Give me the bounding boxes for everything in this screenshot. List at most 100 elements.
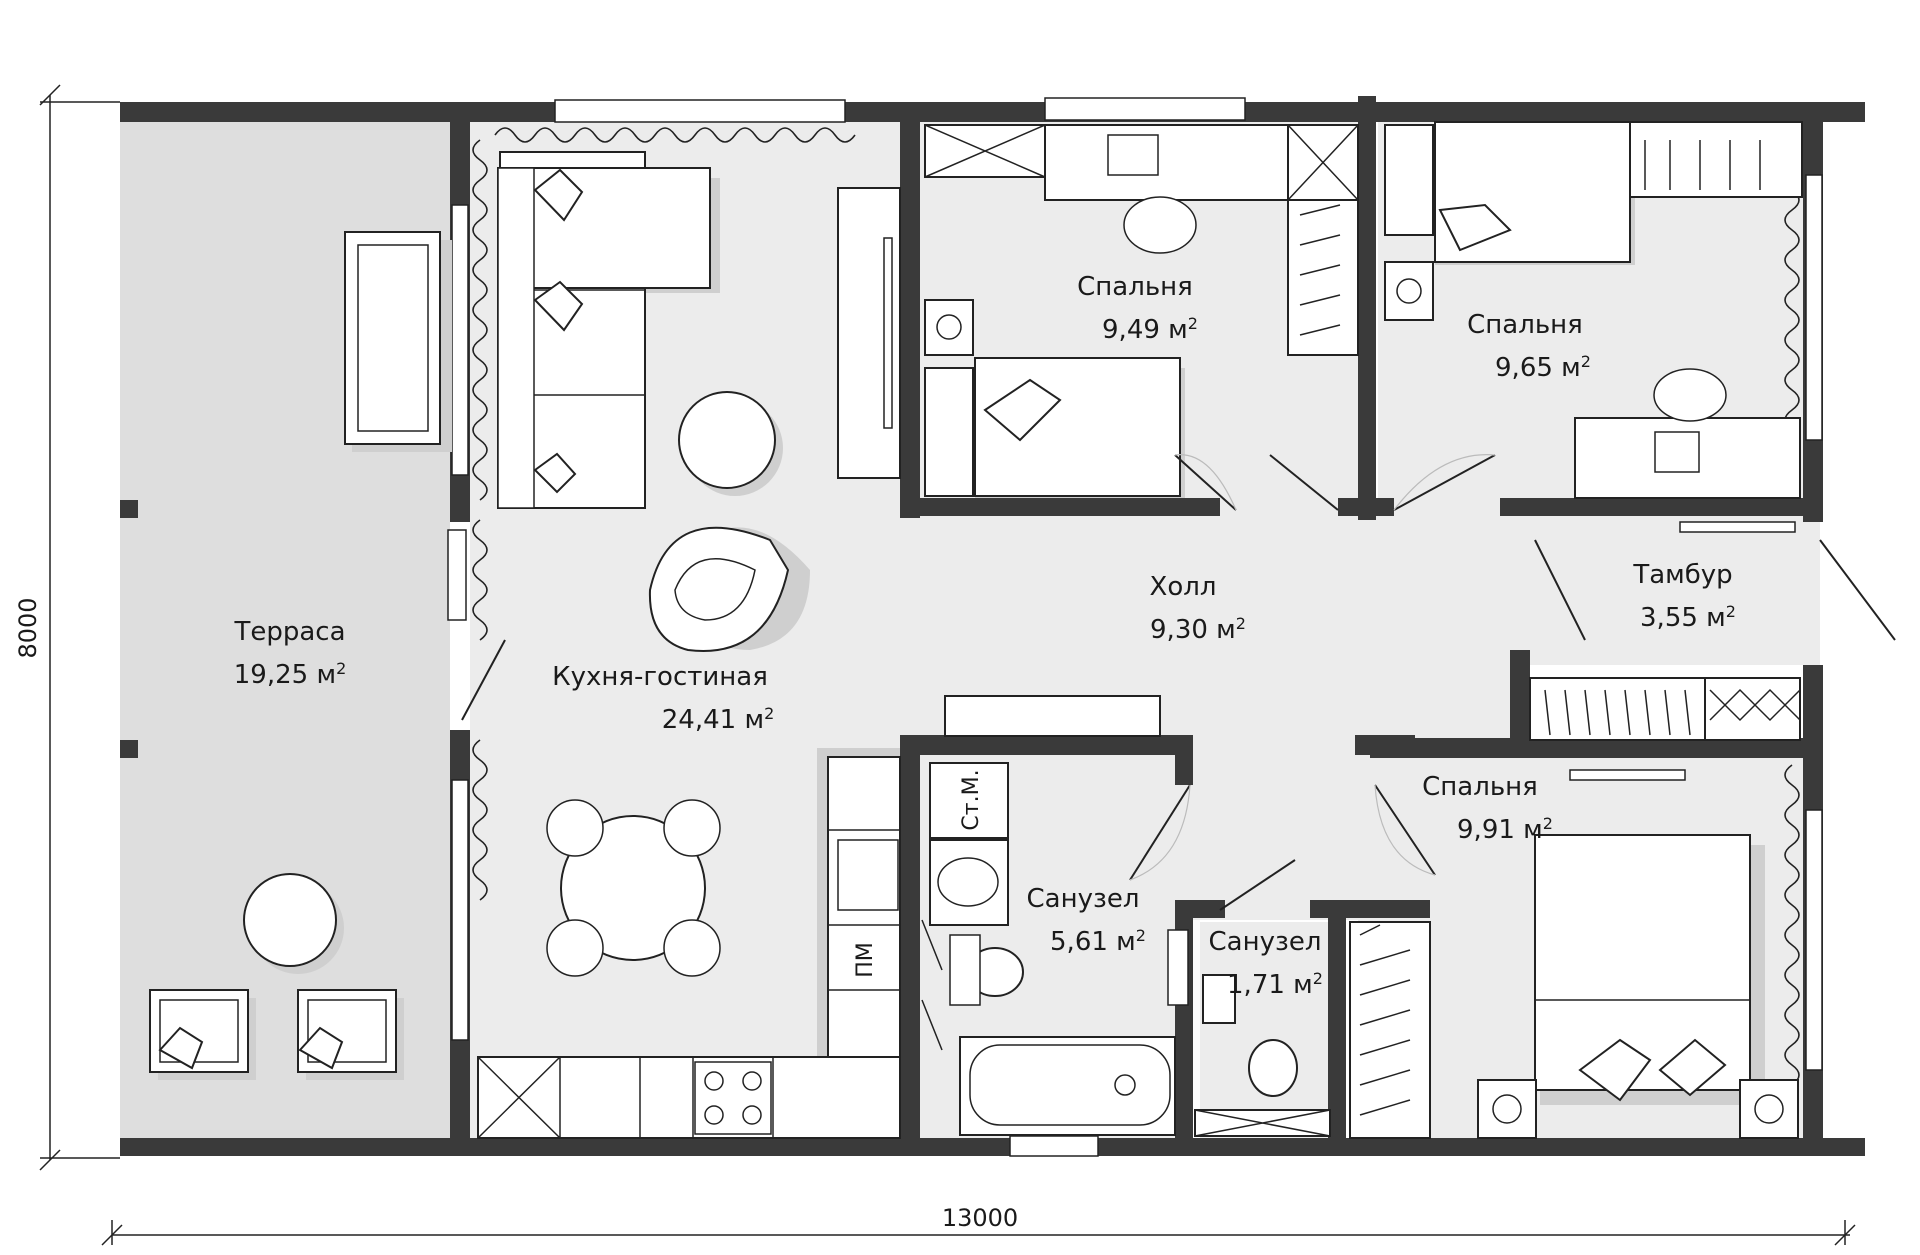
window-terrace-2 xyxy=(451,779,469,1041)
room-living-area: 24,41 м2 xyxy=(662,704,775,736)
wall-living-bed1 xyxy=(900,122,920,518)
pillow-icon xyxy=(983,378,1062,442)
wall-closet-top xyxy=(1310,900,1430,918)
washing-machine xyxy=(929,762,1009,839)
wall-left-terrace-top xyxy=(120,102,130,120)
bedroom2-furniture xyxy=(1384,121,1803,499)
curtain-living-left-3 xyxy=(472,739,488,901)
dishwasher-label: ПМ xyxy=(853,942,878,978)
cushion-icon xyxy=(298,1026,344,1070)
wall-left-terrace-bottom xyxy=(120,1138,130,1156)
toilet-small xyxy=(1248,1039,1298,1097)
kitchen-sink xyxy=(837,839,899,911)
room-hall-area: 9,30 м2 xyxy=(1150,614,1246,646)
dim-width-label: 13000 xyxy=(942,1204,1018,1232)
wall-vestibule-right xyxy=(1803,665,1823,760)
terrace-post-2 xyxy=(120,740,138,758)
door-terrace xyxy=(461,639,506,721)
wall-bed3-top-b xyxy=(1370,738,1530,758)
terrace-table xyxy=(243,873,337,967)
room-vestibule-name: Тамбур xyxy=(1632,560,1732,590)
room-bedroom3-area: 9,91 м2 xyxy=(1457,814,1553,846)
pillow-icon xyxy=(1578,1038,1652,1102)
laptop-icon xyxy=(1654,431,1700,473)
sofa-back xyxy=(499,151,646,169)
room-bathroom2-name: Санузел xyxy=(1209,927,1322,957)
nightstand xyxy=(1477,1079,1537,1139)
room-bedroom2-area: 9,65 м2 xyxy=(1495,352,1591,384)
door-vestibule-inner xyxy=(1534,539,1586,641)
cushion-icon xyxy=(533,280,584,332)
hall-furniture xyxy=(944,695,1431,1139)
door-bed1-a xyxy=(1174,454,1237,511)
wall-living-hall-low xyxy=(900,735,918,1140)
nightstand xyxy=(924,299,974,356)
bath2-furniture xyxy=(1194,974,1331,1137)
wall-bath1-top xyxy=(900,735,1190,755)
window-terrace-small xyxy=(447,529,467,621)
coat-rack xyxy=(1529,677,1706,741)
wall-vestibule-bottom xyxy=(1510,738,1823,758)
shoe-mat xyxy=(1704,677,1801,741)
door-bath2 xyxy=(1219,859,1296,911)
bath2-floor xyxy=(1200,922,1332,1138)
bench xyxy=(1679,521,1796,533)
wall-bath1-right xyxy=(1175,735,1193,785)
room-bedroom1-area: 9,49 м2 xyxy=(1102,314,1198,346)
wall-bath2-right xyxy=(1328,900,1346,1140)
door-bed3 xyxy=(1374,784,1436,876)
window-bed3-right xyxy=(1805,809,1823,1071)
door-bed1-b xyxy=(1269,454,1339,511)
wall-vestibule-left xyxy=(1510,650,1530,740)
wall-bed1-bed2 xyxy=(1358,96,1376,520)
room-bathroom1-area: 5,61 м2 xyxy=(1050,926,1146,958)
desk-chair xyxy=(1123,196,1197,254)
room-bathroom1-name: Санузел xyxy=(1027,884,1140,914)
curtain-living-top xyxy=(494,127,856,143)
window-bed2-right xyxy=(1805,174,1823,441)
doors xyxy=(461,454,1896,911)
nightstand xyxy=(1384,124,1434,236)
coffee-table xyxy=(678,391,776,489)
laptop-icon xyxy=(1107,134,1159,176)
dining-chair xyxy=(663,919,721,977)
tv-wall xyxy=(1569,769,1686,781)
vestibule-floor xyxy=(1520,515,1820,665)
bedroom3-furniture xyxy=(1477,769,1799,1139)
vestibule-furniture xyxy=(1529,521,1801,741)
laundry-stand xyxy=(1167,929,1189,1006)
room-hall-name: Холл xyxy=(1150,572,1217,602)
bath1-furniture xyxy=(921,762,1189,1136)
wall-bed2-bottom-a xyxy=(1338,498,1394,516)
window-bed1-top xyxy=(1044,97,1246,121)
hall-console xyxy=(944,695,1161,737)
nightstand-2 xyxy=(1739,1079,1799,1139)
curtain-living-left-2 xyxy=(472,519,488,641)
desk-chair xyxy=(1653,368,1727,422)
room-bathroom2-area: 1,71 м2 xyxy=(1227,969,1323,1001)
kitchen-counter-bottom xyxy=(477,1056,901,1139)
windows xyxy=(447,97,1823,1157)
washing-machine-label: Ст.М. xyxy=(959,769,984,830)
terrace-furniture xyxy=(149,231,452,1080)
dining-table xyxy=(560,815,706,961)
room-bedroom1-name: Спальня xyxy=(1077,272,1193,302)
desk xyxy=(1044,124,1291,201)
cushion-icon xyxy=(533,452,577,494)
dim-height-label: 8000 xyxy=(14,597,42,658)
room-vestibule-area: 3,55 м2 xyxy=(1640,602,1736,634)
nightstand-2 xyxy=(924,367,974,497)
nightstand-2 xyxy=(1384,261,1434,321)
fridge-icon xyxy=(477,1056,561,1139)
room-bedroom3-name: Спальня xyxy=(1422,772,1538,802)
dimension-lines: 13000 8000 xyxy=(14,84,1856,1246)
terrace-post-1 xyxy=(120,500,138,518)
bedroom1-furniture xyxy=(924,124,1359,498)
window-terrace-1 xyxy=(451,204,469,476)
dining-chair xyxy=(663,799,721,857)
cushion-icon xyxy=(158,1026,204,1070)
wall-top xyxy=(120,102,1865,122)
dresser xyxy=(1287,199,1359,356)
window-living-top xyxy=(554,99,846,123)
